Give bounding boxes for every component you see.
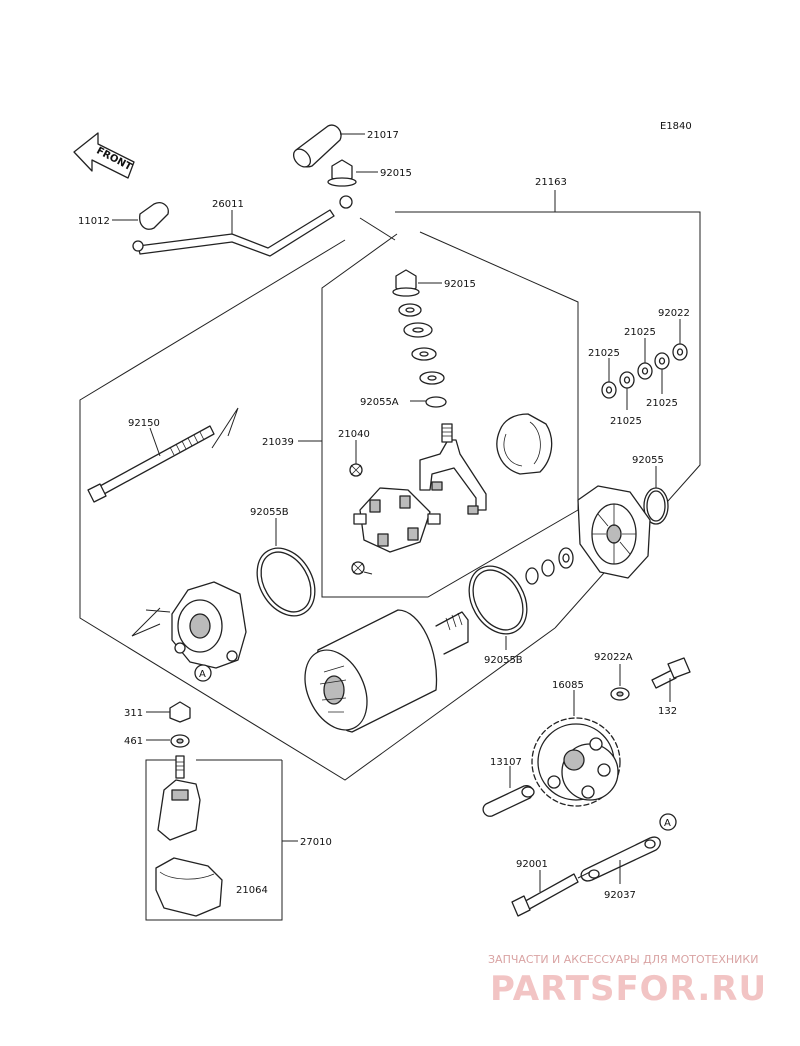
callout-92055B-left: 92055B (250, 507, 289, 518)
callout-92055A: 92055A (360, 397, 399, 408)
callout-92001: 92001 (516, 859, 548, 870)
clamp-92037: 92037 A (580, 813, 677, 901)
nut-92015-mid: 92015 (392, 269, 476, 297)
callout-11012: 11012 (78, 216, 110, 227)
starter-cable-26011: 26011 (132, 195, 353, 257)
holder-21064: 21064 (155, 857, 268, 917)
callout-92022: 92022 (658, 308, 690, 319)
diagram-code: E1840 (660, 121, 692, 132)
callout-21163: 21163 (535, 177, 567, 188)
site-watermark: ЗАПЧАСТИ И АКСЕССУАРЫ ДЛЯ МОТОТЕХНИКИ PA… (488, 953, 767, 1009)
callout-21039: 21039 (262, 437, 294, 448)
callout-92055B-right: 92055B (484, 655, 523, 666)
callout-26011: 26011 (212, 199, 244, 210)
brush-spring-21040: 21040 (338, 429, 370, 477)
callout-21040: 21040 (338, 429, 370, 440)
callout-92055: 92055 (632, 455, 664, 466)
callout-16085: 16085 (552, 680, 584, 691)
starter-yoke (304, 609, 469, 733)
idle-gear-16085: 16085 (531, 680, 621, 807)
callout-21017: 21017 (367, 130, 399, 141)
callout-21025-a: 21025 (624, 327, 656, 338)
callout-21039-group: 21039 (262, 437, 322, 448)
watermark-logo: PARTSFOR.RU (490, 969, 767, 1009)
brush-lead-plate (419, 423, 487, 515)
terminal-kit-27010: 27010 (145, 755, 332, 921)
washer-461: 461 (124, 734, 190, 748)
callout-132: 132 (658, 706, 677, 717)
o-ring-92055: 92055 (632, 455, 669, 525)
through-bolt-92150: 92150 (87, 407, 239, 503)
front-arrow-icon: FRONT (73, 132, 135, 179)
battery-cap-21017: 21017 (292, 124, 399, 168)
callout-92037: 92037 (604, 890, 636, 901)
o-ring-92055B-right: 92055B (468, 565, 528, 666)
callout-21025-d: 21025 (610, 416, 642, 427)
callout-92022A: 92022A (594, 652, 633, 663)
callout-21025-b: 21025 (588, 348, 620, 359)
callout-21025-c: 21025 (646, 398, 678, 409)
o-ring-92055B-left: 92055B (250, 507, 316, 617)
callout-461: 461 (124, 736, 143, 747)
callout-21163-group: 21163 (535, 177, 567, 212)
terminal-washers (398, 303, 445, 385)
callout-92015-top: 92015 (380, 168, 412, 179)
washer-92022A: 92022A (594, 652, 633, 701)
armature-washers (525, 547, 574, 585)
callout-13107: 13107 (490, 757, 522, 768)
callout-92015-mid: 92015 (444, 279, 476, 290)
end-cover-ring (496, 413, 553, 475)
brush-holder-outline (321, 231, 579, 598)
watermark-tagline: ЗАПЧАСТИ И АКСЕССУАРЫ ДЛЯ МОТОТЕХНИКИ (488, 953, 758, 966)
bolt-92001: 92001 (511, 859, 591, 917)
callout-311: 311 (124, 708, 143, 719)
ref-a-right: A (664, 818, 671, 829)
callout-92150: 92150 (128, 418, 160, 429)
washers-21025-92022: 92022 21025 21025 21025 21025 (588, 308, 690, 427)
nut-311: 311 (124, 701, 191, 723)
terminal-cap-11012: 11012 (78, 202, 169, 230)
callout-27010: 27010 (300, 837, 332, 848)
nut-92015-top: 92015 (327, 159, 412, 187)
bolt-132: 132 (651, 657, 691, 717)
ref-a-left: A (199, 669, 206, 680)
o-ring-92055A: 92055A (360, 396, 447, 408)
brush-holder-plate (351, 487, 441, 575)
callout-21064: 21064 (236, 885, 268, 896)
front-housing: A (131, 581, 247, 682)
rear-end-housing (577, 485, 651, 579)
idle-shaft-13107: 13107 (482, 757, 535, 817)
